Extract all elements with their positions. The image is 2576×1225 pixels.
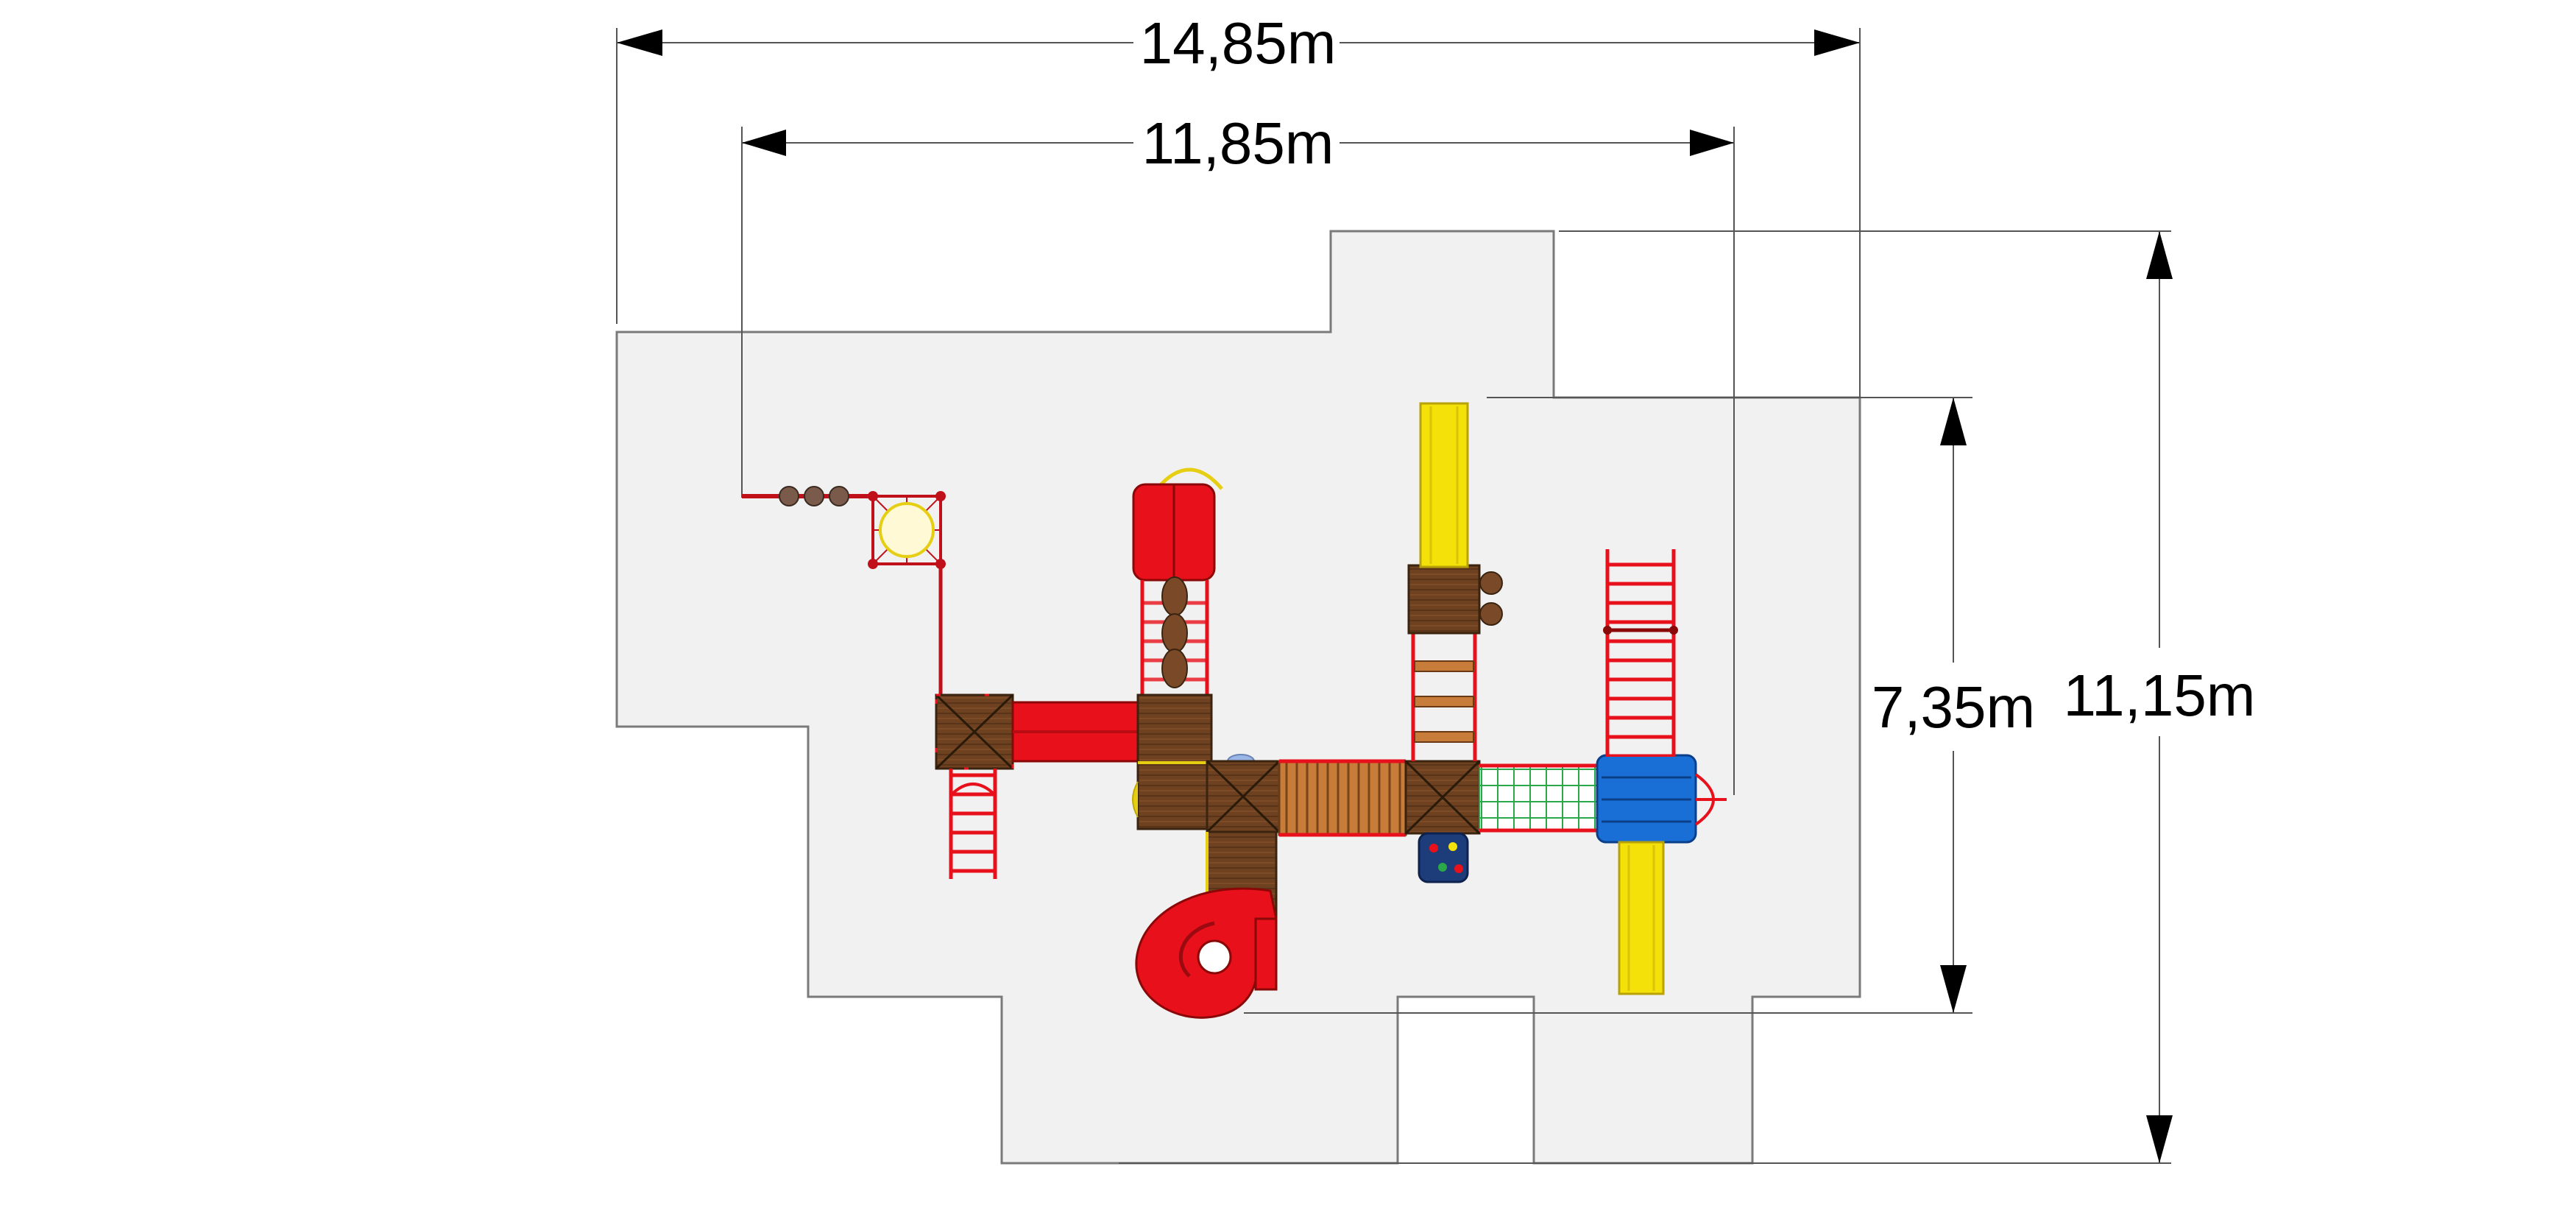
top-tower xyxy=(1407,564,1503,635)
straight-slide-north xyxy=(1419,402,1469,568)
structure-depth-label: 7,35m xyxy=(1872,674,2035,740)
rung-bridge-north xyxy=(1411,633,1477,761)
corner-deck xyxy=(1206,760,1281,833)
crawl-tunnel xyxy=(1011,701,1139,763)
extension-lines xyxy=(616,28,2171,1164)
dimension-overall-width: 14,85m xyxy=(617,10,1860,76)
overall-depth-label: 11,15m xyxy=(2064,663,2256,728)
central-tower xyxy=(1132,693,1255,830)
dimension-overall-depth: 11,15m xyxy=(2064,231,2256,1163)
left-tower xyxy=(935,693,1014,770)
cargo-net-frame xyxy=(868,491,946,696)
log-climber xyxy=(1140,576,1209,695)
arch-ladder-left xyxy=(949,769,997,879)
plank-bridge xyxy=(1278,759,1407,837)
dimension-structure-width: 11,85m xyxy=(742,110,1734,176)
net-bridge xyxy=(1479,763,1604,833)
overall-width-label: 14,85m xyxy=(1140,10,1337,76)
tall-ladder xyxy=(1603,549,1678,757)
climbing-wall xyxy=(1418,832,1469,883)
play-structure xyxy=(742,402,1727,1019)
right-center-tower xyxy=(1404,760,1481,835)
balance-rope-with-logs xyxy=(742,486,873,506)
structure-width-label: 11,85m xyxy=(1142,110,1334,176)
spiral-slide xyxy=(1135,887,1278,1019)
straight-slide-south xyxy=(1618,841,1665,995)
red-roof xyxy=(1132,467,1223,582)
dimension-structure-depth: 7,35m xyxy=(1872,398,2035,1013)
